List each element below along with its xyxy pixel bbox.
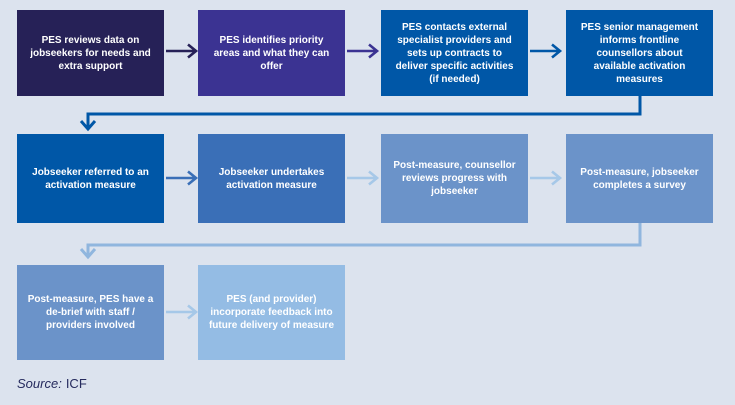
box-pes-debrief: Post-measure, PES have a de-brief with s… xyxy=(17,265,164,360)
box-label: Post-measure, jobseeker completes a surv… xyxy=(580,166,699,191)
box-label: PES (and provider) incorporate feedback … xyxy=(208,294,335,331)
box-label: Post-measure, counsellor reviews progres… xyxy=(393,160,516,197)
connector-row1-to-row2 xyxy=(79,96,642,132)
box-feedback-future-delivery: PES (and provider) incorporate feedback … xyxy=(198,265,345,360)
box-pes-reviews-data: PES reviews data on jobseekers for needs… xyxy=(17,10,164,96)
source-value: ICF xyxy=(65,376,87,391)
box-pes-identifies-priority: PES identifies priority areas and what t… xyxy=(198,10,345,96)
arrow-row1-3 xyxy=(530,43,563,59)
box-jobseeker-referred: Jobseeker referred to an activation meas… xyxy=(17,134,164,223)
arrow-row1-2 xyxy=(347,43,380,59)
box-label: PES identifies priority areas and what t… xyxy=(213,34,330,72)
box-jobseeker-completes-survey: Post-measure, jobseeker completes a surv… xyxy=(566,134,713,223)
arrow-row3-1 xyxy=(166,304,199,320)
source-label: Source: xyxy=(17,376,62,391)
box-pes-informs-counsellors: PES senior management informs frontline … xyxy=(566,10,713,96)
connector-row2-to-row3 xyxy=(79,223,642,260)
box-label: PES reviews data on jobseekers for needs… xyxy=(30,34,151,72)
arrow-row2-1 xyxy=(166,170,199,186)
box-pes-contacts-providers: PES contacts external specialist provide… xyxy=(381,10,528,96)
arrow-row1-1 xyxy=(166,43,199,59)
box-label: PES senior management informs frontline … xyxy=(580,21,699,85)
box-jobseeker-undertakes: Jobseeker undertakes activation measure xyxy=(198,134,345,223)
box-label: Jobseeker undertakes activation measure xyxy=(218,166,325,191)
box-label: Post-measure, PES have a de-brief with s… xyxy=(27,294,154,331)
box-label: Jobseeker referred to an activation meas… xyxy=(32,166,149,191)
arrow-row2-2 xyxy=(347,170,380,186)
box-counsellor-reviews-progress: Post-measure, counsellor reviews progres… xyxy=(381,134,528,223)
source-note: Source:ICF xyxy=(17,376,87,391)
box-label: PES contacts external specialist provide… xyxy=(395,21,514,85)
arrow-row2-3 xyxy=(530,170,563,186)
